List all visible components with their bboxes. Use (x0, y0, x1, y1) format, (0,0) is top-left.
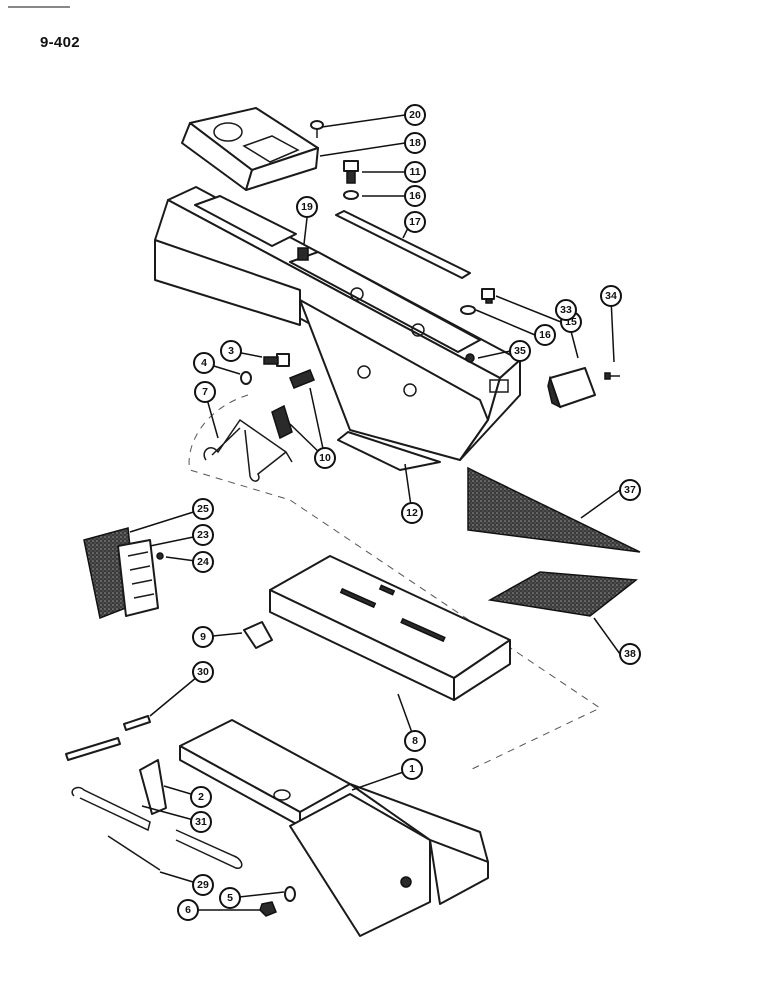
svg-text:19: 19 (301, 201, 313, 213)
svg-text:12: 12 (406, 507, 418, 519)
callout-18: 18 (404, 132, 426, 154)
svg-text:20: 20 (409, 109, 421, 121)
svg-text:16: 16 (539, 329, 551, 341)
callout-16-right: 16 (534, 324, 556, 346)
callout-29: 29 (192, 874, 214, 896)
part-18-cover (181, 107, 319, 191)
part-3-bolt (263, 353, 290, 367)
svg-text:29: 29 (197, 879, 209, 891)
svg-text:1: 1 (409, 763, 415, 775)
callout-7: 7 (194, 381, 216, 403)
part-10-clips (271, 369, 315, 440)
part-2-bracket (139, 759, 167, 815)
svg-text:10: 10 (319, 452, 331, 464)
svg-text:34: 34 (605, 290, 617, 302)
header-rule (8, 6, 70, 8)
part-11-bolt (343, 160, 359, 184)
page-number: 9-402 (40, 34, 80, 51)
part-29-rod (107, 829, 243, 871)
callout-31: 31 (190, 811, 212, 833)
part-7-rod (203, 418, 293, 482)
svg-text:8: 8 (412, 735, 418, 747)
part-8-mounting-plate (269, 555, 511, 701)
callout-33: 33 (555, 299, 577, 321)
svg-text:16: 16 (409, 190, 421, 202)
callout-1: 1 (401, 758, 423, 780)
callout-10: 10 (314, 447, 336, 469)
callout-2: 2 (190, 786, 212, 808)
part-4-washer (240, 371, 252, 385)
part-9-bracket (243, 621, 273, 649)
svg-text:18: 18 (409, 137, 421, 149)
part-33-lamp-lens (547, 367, 596, 409)
svg-text:11: 11 (409, 166, 420, 178)
part-15-bolt (481, 288, 495, 304)
svg-text:24: 24 (197, 556, 209, 568)
part-6-nut (259, 901, 277, 917)
svg-text:33: 33 (560, 304, 572, 316)
svg-text:3: 3 (228, 345, 234, 357)
part-34-screw (604, 372, 620, 380)
part-1-support-frame (179, 719, 489, 937)
callout-19: 19 (296, 196, 318, 218)
svg-text:6: 6 (185, 904, 191, 916)
svg-text:38: 38 (624, 648, 636, 660)
callout-38: 38 (619, 643, 641, 665)
part-16-washer-right (460, 305, 476, 315)
callout-16-top: 16 (404, 185, 426, 207)
part-38-insulation (487, 571, 638, 617)
part-12-console (154, 186, 521, 471)
callout-37: 37 (619, 479, 641, 501)
part-30-shim-short (123, 715, 151, 731)
part-30-shim-long (65, 737, 121, 761)
svg-text:35: 35 (514, 345, 526, 357)
svg-text:4: 4 (201, 357, 207, 369)
svg-text:17: 17 (409, 216, 421, 228)
callout-17: 17 (404, 211, 426, 233)
callout-12: 12 (401, 502, 423, 524)
part-24-screw (156, 552, 164, 560)
callout-24: 24 (192, 551, 214, 573)
callout-11: 11 (404, 161, 426, 183)
svg-text:30: 30 (197, 666, 209, 678)
callout-8: 8 (404, 730, 426, 752)
callout-23: 23 (192, 524, 214, 546)
callout-6: 6 (177, 899, 199, 921)
part-20-screw (310, 120, 324, 138)
svg-text:2: 2 (198, 791, 204, 803)
callout-35: 35 (509, 340, 531, 362)
svg-text:7: 7 (202, 386, 208, 398)
part-5-washer (284, 886, 296, 902)
svg-text:37: 37 (624, 484, 636, 496)
svg-text:25: 25 (197, 503, 209, 515)
callout-4: 4 (193, 352, 215, 374)
part-23-plate (117, 539, 159, 617)
callout-3: 3 (220, 340, 242, 362)
svg-text:23: 23 (197, 529, 209, 541)
part-16-washer-top (343, 190, 359, 200)
callout-9: 9 (192, 626, 214, 648)
callout-25: 25 (192, 498, 214, 520)
svg-text:15: 15 (565, 316, 577, 328)
svg-text:31: 31 (195, 816, 207, 828)
part-37-insulation (467, 466, 641, 553)
callout-34: 34 (600, 285, 622, 307)
callout-20: 20 (404, 104, 426, 126)
callout-5: 5 (219, 887, 241, 909)
svg-text:5: 5 (227, 892, 233, 904)
svg-text:9: 9 (200, 631, 206, 643)
part-17-strip (335, 210, 471, 279)
part-35-plug (465, 353, 475, 363)
part-31-rod (71, 786, 151, 832)
callout-30: 30 (192, 661, 214, 683)
